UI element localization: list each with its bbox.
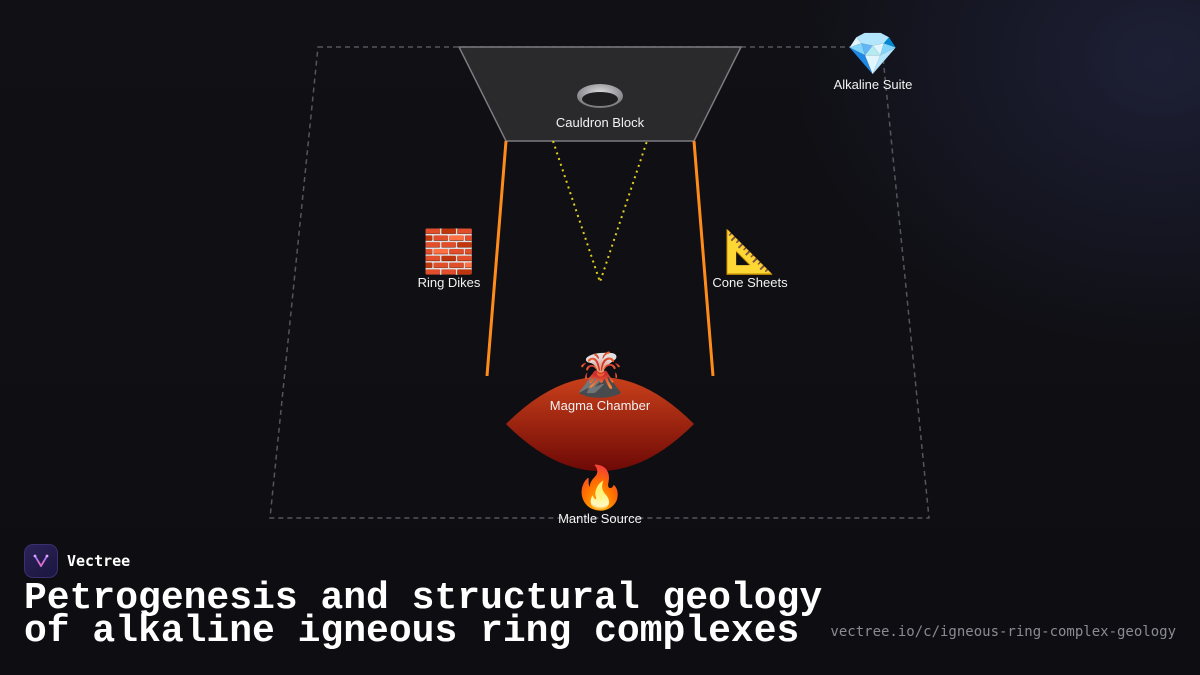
mantle-source-label: Mantle Source bbox=[558, 511, 642, 526]
source-url[interactable]: vectree.io/c/igneous-ring-complex-geolog… bbox=[830, 624, 1176, 640]
magma-chamber-label: Magma Chamber bbox=[550, 398, 651, 413]
brand: Vectree bbox=[24, 544, 130, 578]
vectree-logo-icon bbox=[24, 544, 58, 578]
page-title: Petrogenesis and structural geology of a… bbox=[24, 580, 844, 651]
brick-icon: 🧱 bbox=[423, 227, 475, 276]
title-line-1: Petrogenesis and structural geology bbox=[24, 577, 823, 620]
cone-sheets-label: Cone Sheets bbox=[712, 275, 788, 290]
ring-dike-left bbox=[485, 140, 508, 377]
title-line-2: of alkaline igneous ring complexes bbox=[24, 610, 800, 653]
fire-icon: 🔥 bbox=[574, 463, 626, 512]
brand-name: Vectree bbox=[67, 552, 131, 570]
triangle-ruler-icon: 📐 bbox=[724, 227, 776, 276]
cauldron-block-label: Cauldron Block bbox=[556, 115, 645, 130]
cone-sheet-lines bbox=[552, 140, 648, 286]
alkaline-suite-label: Alkaline Suite bbox=[834, 77, 913, 92]
volcano-icon: 🌋 bbox=[574, 350, 626, 399]
magma-chamber-body bbox=[506, 377, 694, 471]
gem-icon: 💎 bbox=[847, 29, 899, 78]
stone-disc-icon bbox=[577, 84, 623, 108]
ring-dikes-label: Ring Dikes bbox=[418, 275, 481, 290]
ring-dike-right bbox=[692, 140, 715, 377]
crust-frame bbox=[269, 46, 930, 519]
